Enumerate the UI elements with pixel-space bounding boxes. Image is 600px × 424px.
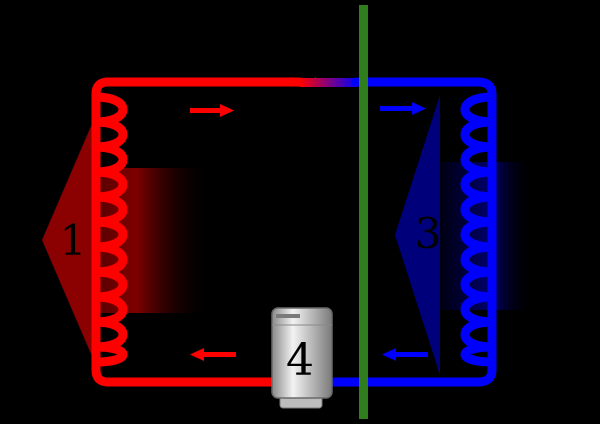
flow-arrow-top-left	[190, 104, 234, 117]
hot-refrigerant-pipe	[91, 77, 305, 387]
compressor-label: 4	[286, 335, 314, 386]
evaporator-label: 3	[415, 209, 442, 258]
expansion-valve	[292, 77, 358, 87]
cold-refrigerant-pipe	[325, 77, 497, 387]
evaporator-coil	[460, 92, 497, 367]
condenser-label: 1	[60, 216, 87, 265]
flow-arrow-bottom-right	[382, 348, 428, 361]
flow-arrow-bottom-left	[190, 348, 236, 361]
flow-arrow-top-right	[380, 102, 426, 115]
condenser-coil	[91, 92, 128, 367]
wall-divider	[359, 5, 368, 419]
heat-in-arrow	[395, 95, 532, 375]
compressor-icon	[271, 307, 333, 409]
